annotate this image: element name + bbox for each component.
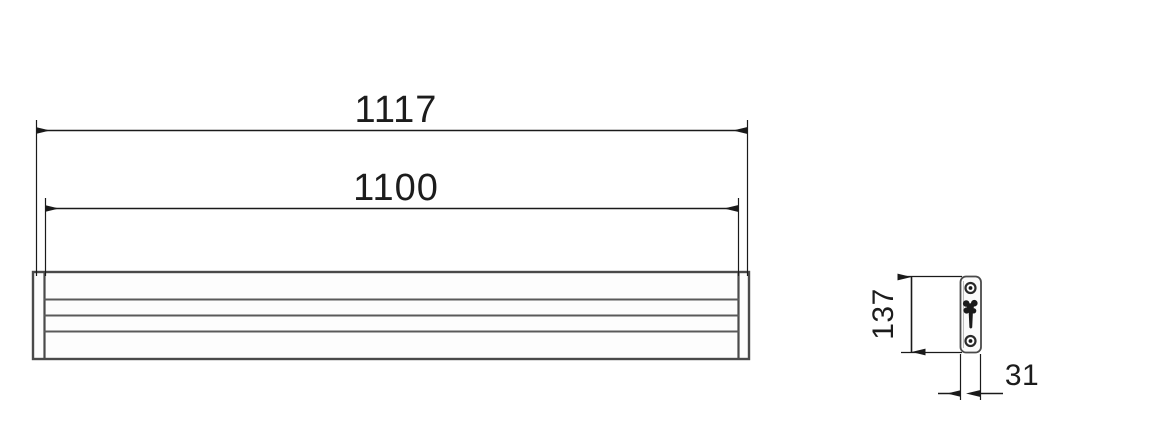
front-view-rail	[31, 270, 751, 361]
dimension-inner-length: 1100	[45, 167, 738, 212]
dimension-label-1117: 1117	[355, 89, 438, 131]
dimension-label-1100: 1100	[353, 167, 439, 209]
dimension-bracket-height: 137	[867, 273, 962, 356]
dimension-label-137: 137	[867, 288, 900, 340]
screw-hole-top-center	[968, 286, 973, 290]
bracket-screw-hole-bottom	[964, 334, 977, 348]
bracket-keyhole-slot	[962, 299, 978, 329]
bracket-screw-hole-top	[964, 281, 977, 295]
dimension-label-31: 31	[1005, 359, 1039, 392]
extension-lines-front	[35, 120, 749, 276]
screw-hole-bottom-center	[968, 339, 973, 343]
keyhole-lobe-lower-left	[963, 307, 970, 314]
dimension-overall-length: 1117	[36, 89, 747, 134]
dimension-bracket-width: 31	[938, 354, 1039, 400]
side-view-bracket	[959, 275, 982, 354]
keyhole-stem	[968, 310, 973, 329]
